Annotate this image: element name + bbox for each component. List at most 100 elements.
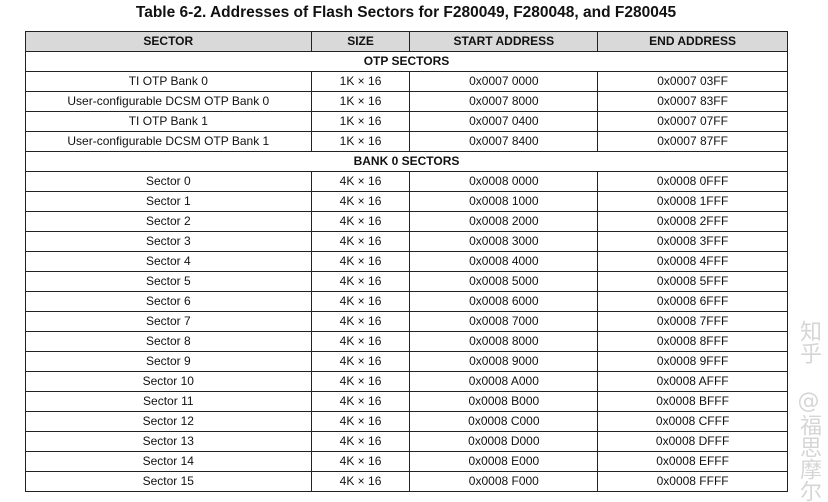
cell-size: 4K × 16 [310, 271, 411, 292]
cell-sector: Sector 5 [25, 271, 312, 292]
cell-start-address: 0x0008 4000 [409, 251, 599, 272]
cell-size: 4K × 16 [310, 251, 411, 272]
col-end-address: END ADDRESS [597, 31, 788, 52]
cell-size: 4K × 16 [310, 171, 411, 192]
cell-sector: Sector 0 [25, 171, 312, 192]
cell-size: 1K × 16 [310, 131, 411, 152]
cell-start-address: 0x0008 9000 [409, 351, 599, 372]
cell-end-address: 0x0008 FFFF [597, 471, 788, 492]
cell-end-address: 0x0007 83FF [597, 91, 788, 112]
cell-sector: Sector 2 [25, 211, 312, 232]
group-label: OTP SECTORS [25, 51, 788, 72]
cell-start-address: 0x0008 1000 [409, 191, 599, 212]
cell-size: 4K × 16 [310, 371, 411, 392]
cell-end-address: 0x0007 87FF [597, 131, 788, 152]
cell-sector: User-configurable DCSM OTP Bank 1 [25, 131, 312, 152]
cell-size: 1K × 16 [310, 91, 411, 112]
cell-sector: Sector 11 [25, 391, 312, 412]
cell-start-address: 0x0008 6000 [409, 291, 599, 312]
cell-sector: Sector 13 [25, 431, 312, 452]
cell-start-address: 0x0008 8000 [409, 331, 599, 352]
cell-size: 4K × 16 [310, 471, 411, 492]
cell-size: 4K × 16 [310, 451, 411, 472]
cell-size: 4K × 16 [310, 331, 411, 352]
cell-end-address: 0x0008 0FFF [597, 171, 788, 192]
col-sector: SECTOR [25, 31, 312, 52]
cell-sector: Sector 4 [25, 251, 312, 272]
cell-end-address: 0x0008 9FFF [597, 351, 788, 372]
flash-sectors-table: SECTOR SIZE START ADDRESS END ADDRESS OT… [25, 31, 788, 492]
cell-start-address: 0x0008 B000 [409, 391, 599, 412]
cell-end-address: 0x0008 AFFF [597, 371, 788, 392]
table-title: Table 6-2. Addresses of Flash Sectors fo… [135, 4, 677, 21]
col-start-address: START ADDRESS [409, 31, 599, 52]
cell-start-address: 0x0008 A000 [409, 371, 599, 392]
cell-start-address: 0x0007 8000 [409, 91, 599, 112]
cell-sector: Sector 10 [25, 371, 312, 392]
cell-sector: Sector 14 [25, 451, 312, 472]
group-row: BANK 0 SECTORS [25, 151, 788, 172]
cell-end-address: 0x0008 EFFF [597, 451, 788, 472]
cell-sector: Sector 15 [25, 471, 312, 492]
cell-end-address: 0x0008 BFFF [597, 391, 788, 412]
col-size: SIZE [310, 31, 411, 52]
cell-size: 4K × 16 [310, 191, 411, 212]
cell-end-address: 0x0008 CFFF [597, 411, 788, 432]
group-row: OTP SECTORS [25, 51, 788, 72]
cell-end-address: 0x0008 DFFF [597, 431, 788, 452]
cell-start-address: 0x0007 8400 [409, 131, 599, 152]
cell-size: 4K × 16 [310, 411, 411, 432]
cell-sector: Sector 1 [25, 191, 312, 212]
cell-size: 4K × 16 [310, 311, 411, 332]
cell-sector: TI OTP Bank 0 [25, 71, 312, 92]
group-label: BANK 0 SECTORS [25, 151, 788, 172]
cell-start-address: 0x0008 E000 [409, 451, 599, 472]
cell-size: 4K × 16 [310, 291, 411, 312]
cell-end-address: 0x0007 03FF [597, 71, 788, 92]
cell-start-address: 0x0008 D000 [409, 431, 599, 452]
header-row: SECTOR SIZE START ADDRESS END ADDRESS [25, 31, 788, 52]
cell-size: 4K × 16 [310, 231, 411, 252]
cell-start-address: 0x0008 0000 [409, 171, 599, 192]
cell-start-address: 0x0007 0400 [409, 111, 599, 132]
cell-start-address: 0x0007 0000 [409, 71, 599, 92]
cell-end-address: 0x0008 2FFF [597, 211, 788, 232]
cell-end-address: 0x0008 4FFF [597, 251, 788, 272]
cell-start-address: 0x0008 5000 [409, 271, 599, 292]
cell-sector: User-configurable DCSM OTP Bank 0 [25, 91, 312, 112]
cell-size: 4K × 16 [310, 391, 411, 412]
cell-end-address: 0x0007 07FF [597, 111, 788, 132]
cell-end-address: 0x0008 3FFF [597, 231, 788, 252]
cell-size: 4K × 16 [310, 211, 411, 232]
cell-sector: Sector 3 [25, 231, 312, 252]
cell-sector: Sector 12 [25, 411, 312, 432]
cell-end-address: 0x0008 1FFF [597, 191, 788, 212]
cell-size: 1K × 16 [310, 111, 411, 132]
cell-size: 4K × 16 [310, 351, 411, 372]
cell-start-address: 0x0008 F000 [409, 471, 599, 492]
cell-end-address: 0x0008 6FFF [597, 291, 788, 312]
cell-end-address: 0x0008 7FFF [597, 311, 788, 332]
cell-size: 1K × 16 [310, 71, 411, 92]
cell-start-address: 0x0008 C000 [409, 411, 599, 432]
cell-sector: Sector 7 [25, 311, 312, 332]
cell-start-address: 0x0008 3000 [409, 231, 599, 252]
cell-end-address: 0x0008 5FFF [597, 271, 788, 292]
cell-sector: Sector 6 [25, 291, 312, 312]
